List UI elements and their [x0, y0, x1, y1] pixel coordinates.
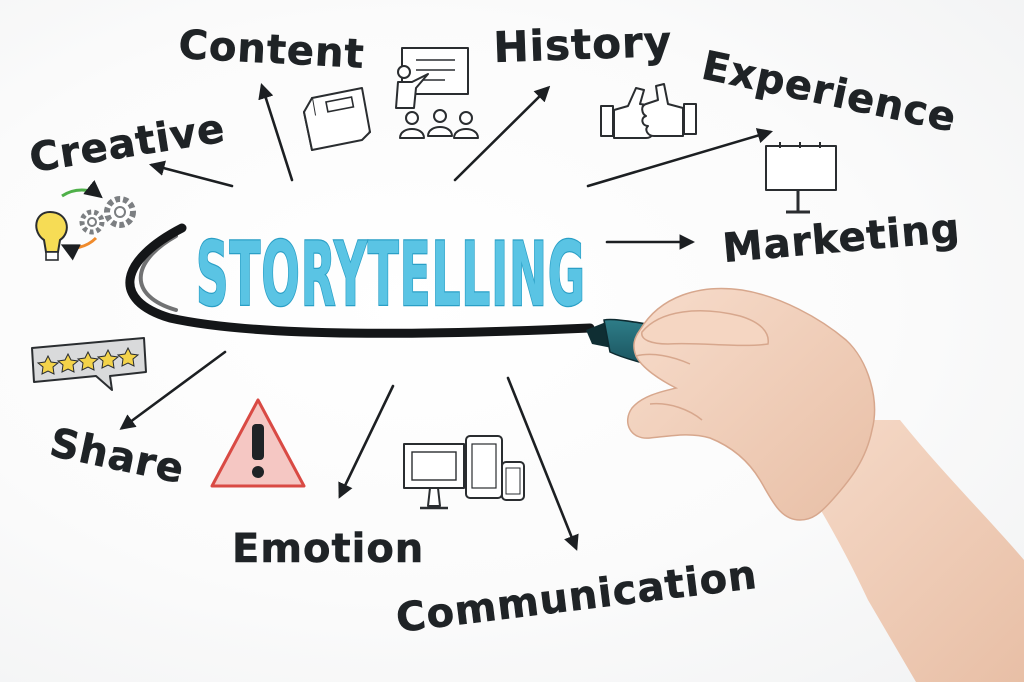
rating-star-3	[76, 350, 100, 371]
hand	[627, 287, 876, 521]
keyword-emotion: Emotion	[232, 526, 424, 572]
rating-stars-icon	[31, 337, 147, 391]
billboard-icon	[765, 142, 837, 214]
keyword-history: History	[493, 17, 673, 72]
arrow-to-emotion	[338, 384, 395, 499]
arrow-to-experience	[586, 128, 773, 188]
arrow-to-history	[453, 85, 551, 182]
book-icon	[303, 87, 371, 151]
hand-with-marker	[586, 287, 1024, 682]
keyword-content: Content	[177, 22, 365, 78]
keyword-marketing: Marketing	[721, 205, 962, 272]
keyword-communication: Communication	[394, 552, 760, 642]
lightbulb-gears-icon	[35, 179, 136, 261]
rating-star-1	[36, 354, 60, 375]
warning-icon	[210, 398, 306, 488]
keyword-share: Share	[46, 420, 189, 493]
rating-star-4	[96, 348, 120, 369]
title-storytelling: STORYTELLING	[196, 223, 586, 326]
rating-star-5	[116, 346, 140, 367]
arrow-to-content	[258, 83, 294, 182]
keyword-creative: Creative	[26, 106, 228, 182]
arrow-to-share	[119, 350, 227, 430]
arrow-to-creative	[148, 160, 234, 188]
devices-icon	[403, 435, 525, 510]
thumbs-up-icon	[600, 83, 697, 139]
underline-swoosh	[125, 223, 595, 338]
arrow-to-communication	[506, 376, 579, 551]
rating-star-2	[56, 352, 80, 373]
keyword-experience: Experience	[698, 43, 961, 142]
presentation-icon	[395, 47, 479, 139]
